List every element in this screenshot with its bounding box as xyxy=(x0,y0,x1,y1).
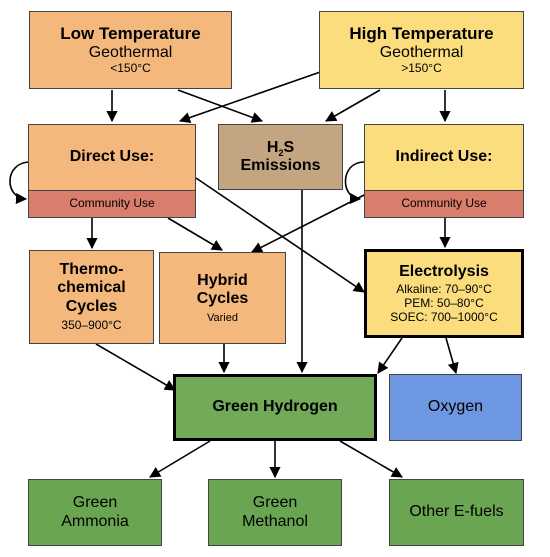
arrow-low-to-h2s xyxy=(177,89,264,123)
arrow-thermo-to-hydrogen xyxy=(95,343,176,391)
arrow-indirect-to-hybrid xyxy=(251,190,373,253)
hybrid-range: Varied xyxy=(207,311,238,324)
h2s-formula: H2S xyxy=(266,138,295,158)
thermochemical-cycles-box: Thermo- chemical Cycles 350–900°C xyxy=(29,250,154,344)
green-methanol-line2: Methanol xyxy=(242,512,308,530)
green-ammonia-line1: Green xyxy=(72,494,118,512)
low-temperature-geothermal-box: Low Temperature Geothermal <150°C xyxy=(29,11,232,89)
electrolysis-box: Electrolysis Alkaline: 70–90°C PEM: 50–8… xyxy=(364,249,524,338)
green-hydrogen-label: Green Hydrogen xyxy=(212,398,338,416)
low-temp-title: Low Temperature xyxy=(60,24,201,44)
arrow-hydrogen-to-ammonia xyxy=(149,440,211,478)
indirect-community-use-label: Community Use xyxy=(401,196,487,211)
low-temp-range: <150°C xyxy=(110,61,151,76)
indirect-use-box: Indirect Use: xyxy=(364,124,524,191)
h2s-label: Emissions xyxy=(240,157,321,174)
electrolysis-soec: SOEC: 700–1000°C xyxy=(390,309,498,324)
indirect-use-title: Indirect Use: xyxy=(395,148,493,166)
direct-community-use-label: Community Use xyxy=(69,196,155,211)
electrolysis-alkaline: Alkaline: 70–90°C xyxy=(396,282,492,296)
high-temp-subtitle: Geothermal xyxy=(379,43,464,61)
green-methanol-line1: Green xyxy=(252,494,298,512)
direct-use-box: Direct Use: xyxy=(28,124,196,191)
other-efuels-box: Other E-fuels xyxy=(389,479,524,546)
thermo-line3: Cycles xyxy=(65,297,118,315)
arrow-high-to-h2s xyxy=(325,89,381,122)
indirect-community-use-band: Community Use xyxy=(364,190,524,218)
arrow-electrolysis-to-hydrogen xyxy=(377,337,403,374)
electrolysis-pem: PEM: 50–80°C xyxy=(404,295,484,310)
hybrid-line1: Hybrid xyxy=(197,271,248,289)
thermo-range: 350–900°C xyxy=(61,318,122,333)
hybrid-line2: Cycles xyxy=(196,290,249,308)
other-efuels-label: Other E-fuels xyxy=(409,503,504,521)
arrow-direct-to-electrolysis xyxy=(195,177,365,293)
thermo-line2: chemical xyxy=(57,279,126,297)
h2s-emissions-box: H2S Emissions xyxy=(218,124,343,190)
green-ammonia-box: Green Ammonia xyxy=(28,479,162,546)
high-temp-range: >150°C xyxy=(401,61,442,76)
oxygen-box: Oxygen xyxy=(389,374,522,441)
thermo-line1: Thermo- xyxy=(59,261,124,279)
green-ammonia-line2: Ammonia xyxy=(61,512,129,530)
arrow-indirect-loop xyxy=(344,161,365,205)
electrolysis-title: Electrolysis xyxy=(399,262,489,280)
high-temp-title: High Temperature xyxy=(349,24,494,44)
green-hydrogen-box: Green Hydrogen xyxy=(173,374,377,441)
hybrid-cycles-box: Hybrid Cycles Varied xyxy=(159,252,286,344)
arrow-hydrogen-to-efuels xyxy=(339,440,403,478)
arrow-direct-to-hybrid xyxy=(167,217,223,251)
direct-use-title: Direct Use: xyxy=(69,148,155,166)
low-temp-subtitle: Geothermal xyxy=(88,43,173,61)
arrow-direct-loop xyxy=(9,161,31,205)
arrow-electrolysis-to-oxygen xyxy=(445,337,459,375)
direct-community-use-band: Community Use xyxy=(28,190,196,218)
high-temperature-geothermal-box: High Temperature Geothermal >150°C xyxy=(319,11,524,89)
oxygen-label: Oxygen xyxy=(427,398,484,416)
green-methanol-box: Green Methanol xyxy=(208,479,342,546)
arrow-high-to-direct xyxy=(178,69,327,123)
